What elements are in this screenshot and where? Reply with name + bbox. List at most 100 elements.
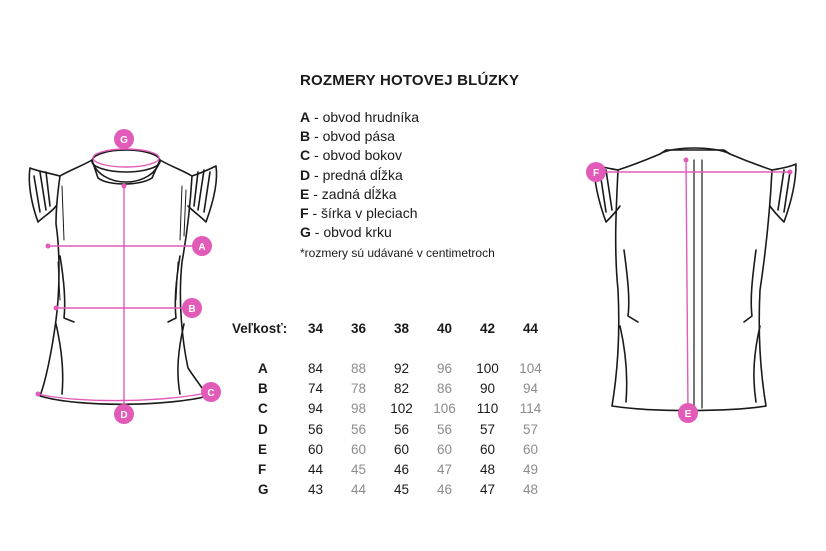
table-row: G 43 44 45 46 47 48 (232, 480, 552, 500)
marker-c: C (201, 382, 221, 402)
legend-text: - predná dĺžka (310, 166, 403, 183)
table-cell: 94 (307, 401, 324, 417)
table-row: F 44 45 46 47 48 49 (232, 459, 552, 479)
legend-item-c: C - obvod bokov (300, 146, 495, 165)
svg-text:F: F (593, 168, 599, 179)
table-cell: 45 (393, 482, 410, 498)
marker-g: G (114, 129, 134, 149)
table-cell: 88 (350, 360, 367, 376)
table-row: D 56 56 56 56 57 57 (232, 419, 552, 439)
table-cell: 92 (393, 360, 410, 376)
table-cell: 102 (390, 401, 413, 417)
legend-text: - šírka v pleciach (308, 205, 418, 222)
table-cell: 60 (307, 441, 324, 457)
legend-item-e: E - zadná dĺžka (300, 185, 495, 204)
svg-text:C: C (207, 388, 214, 399)
table-cell: 94 (522, 380, 539, 396)
svg-text:D: D (120, 410, 127, 421)
row-label: D (258, 421, 268, 437)
marker-e: E (678, 403, 698, 423)
table-cell: 82 (393, 380, 410, 396)
table-cell: 57 (479, 421, 496, 437)
back-measurement-lines (600, 159, 790, 413)
table-cell: 47 (436, 462, 453, 478)
table-cell: 104 (519, 360, 542, 376)
table-row: C 94 98 102 106 110 114 (232, 399, 552, 419)
marker-b: B (182, 298, 202, 318)
table-cell: 56 (393, 421, 410, 437)
legend-key: G (300, 224, 311, 241)
table-cell: 100 (476, 360, 499, 376)
size-header: 44 (522, 320, 539, 336)
size-header: 42 (479, 320, 496, 336)
table-cell: 90 (479, 380, 496, 396)
table-cell: 114 (519, 401, 542, 417)
table-cell: 47 (479, 482, 496, 498)
marker-d: D (114, 404, 134, 424)
size-header: 34 (307, 320, 324, 336)
table-cell: 60 (479, 441, 496, 457)
table-cell: 74 (307, 380, 324, 396)
measurement-legend: A - obvod hrudníka B - obvod pása C - ob… (300, 108, 495, 264)
table-cell: 98 (350, 401, 367, 417)
table-cell: 44 (350, 482, 367, 498)
table-cell: 46 (393, 462, 410, 478)
marker-f: F (586, 162, 606, 182)
legend-key: C (300, 147, 311, 164)
svg-text:B: B (188, 304, 195, 315)
table-cell: 60 (436, 441, 453, 457)
table-row: A 84 88 92 96 100 104 (232, 358, 552, 378)
table-cell: 60 (350, 441, 367, 457)
legend-key: A (300, 109, 311, 125)
table-cell: 48 (479, 462, 496, 478)
legend-item-b: B - obvod pása (300, 127, 495, 146)
svg-text:G: G (120, 135, 128, 146)
legend-item-a: A - obvod hrudníka (300, 108, 495, 127)
table-header-row: Veľkosť: 34 36 38 40 42 44 (232, 316, 552, 340)
table-row: B 74 78 82 86 90 94 (232, 378, 552, 398)
row-label: G (258, 482, 269, 498)
table-cell: 43 (307, 482, 324, 498)
legend-text: - obvod krku (310, 224, 392, 241)
front-measurement-lines (37, 148, 211, 412)
legend-item-g: G - obvod krku (300, 223, 495, 242)
table-cell: 56 (307, 421, 324, 437)
legend-item-d: D - predná dĺžka (300, 166, 495, 185)
table-cell: 57 (522, 421, 539, 437)
table-cell: 78 (350, 380, 367, 396)
legend-key: E (300, 185, 310, 202)
table-cell: 60 (393, 441, 410, 457)
table-row: E 60 60 60 60 60 60 (232, 439, 552, 459)
table-cell: 46 (436, 482, 453, 498)
legend-key: F (300, 205, 309, 222)
row-label: B (258, 380, 268, 396)
legend-text: - obvod pása (310, 128, 395, 145)
legend-key: B (300, 128, 311, 145)
table-cell: 56 (350, 421, 367, 437)
legend-text: - zadná dĺžka (309, 185, 397, 202)
legend-key: D (300, 166, 311, 183)
page-title: ROZMERY HOTOVEJ BLÚZKY (300, 72, 520, 89)
table-cell: 48 (522, 482, 539, 498)
units-note: *rozmery sú udávané v centimetroch (300, 246, 495, 261)
size-header: 36 (350, 320, 367, 336)
table-cell: 86 (436, 380, 453, 396)
table-cell: 106 (433, 401, 456, 417)
size-table: Veľkosť: 34 36 38 40 42 44 A 84 88 92 96… (232, 316, 552, 500)
row-label: A (258, 360, 268, 376)
table-cell: 110 (476, 401, 499, 417)
table-cell: 60 (522, 441, 539, 457)
table-cell: 49 (522, 462, 539, 478)
marker-a: A (192, 236, 212, 256)
legend-text: - obvod bokov (310, 147, 402, 164)
svg-text:A: A (198, 242, 205, 253)
table-cell: 45 (350, 462, 367, 478)
legend-item-f: F - šírka v pleciach (300, 204, 495, 223)
table-cell: 44 (307, 462, 324, 478)
size-header: 38 (393, 320, 410, 336)
row-label: E (258, 441, 268, 457)
table-cell: 84 (307, 360, 324, 376)
back-blouse-drawing (593, 147, 797, 412)
row-label: C (258, 401, 268, 417)
